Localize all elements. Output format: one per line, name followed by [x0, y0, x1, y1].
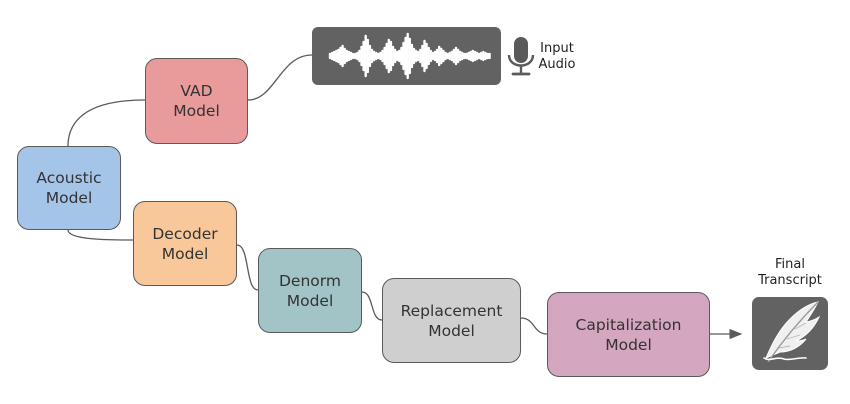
final-transcript-label: Final Transcript — [758, 257, 822, 288]
decoder-model-label: Decoder Model — [152, 224, 218, 263]
denorm-model-node: Denorm Model — [258, 248, 362, 333]
waveform-panel — [312, 27, 501, 85]
replacement-model-node: Replacement Model — [382, 278, 521, 363]
edge-audio-to-vad — [247, 54, 313, 101]
decoder-model-node: Decoder Model — [133, 201, 237, 286]
edge-vad-to-acoustic — [67, 99, 146, 147]
replacement-model-label: Replacement Model — [400, 301, 503, 340]
vad-model-label: VAD Model — [173, 82, 220, 120]
capitalization-model-node: Capitalization Model — [547, 292, 710, 377]
waveform-icon — [328, 32, 491, 80]
denorm-model-label: Denorm Model — [279, 271, 341, 310]
input-audio-label: Input Audio — [538, 41, 576, 72]
edge-replacement-to-capitalization — [520, 317, 548, 335]
vad-model-node: VAD Model — [145, 58, 248, 144]
microphone-icon — [507, 37, 535, 76]
edge-acoustic-to-decoder — [67, 229, 134, 241]
capitalization-model-label: Capitalization Model — [575, 315, 682, 354]
edge-decoder-to-denorm — [236, 244, 259, 291]
quill-icon — [752, 297, 828, 370]
edge-denorm-to-replacement — [361, 291, 383, 321]
acoustic-model-node: Acoustic Model — [17, 146, 121, 230]
acoustic-model-label: Acoustic Model — [36, 169, 102, 207]
